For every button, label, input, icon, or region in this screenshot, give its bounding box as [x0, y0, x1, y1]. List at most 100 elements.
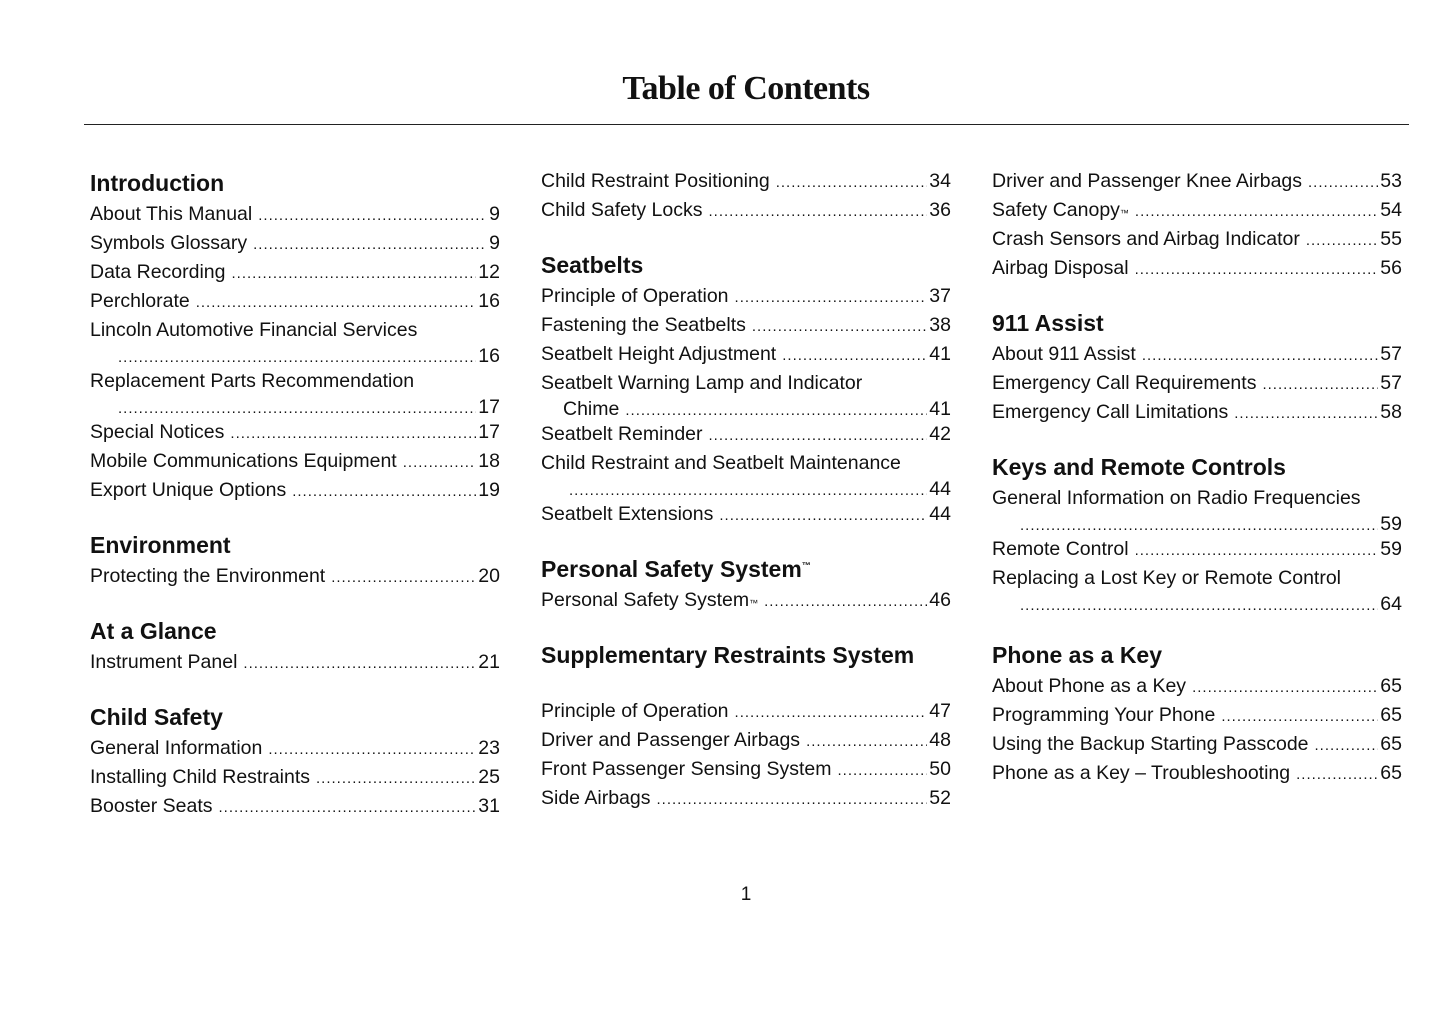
dot-leader: [709, 421, 928, 449]
entry-title: Data Recording: [90, 261, 226, 283]
entry-page-number: 65: [1380, 704, 1402, 726]
entry-page-number: 36: [929, 199, 951, 221]
section-heading: Supplementary Restraints System: [541, 639, 951, 672]
section-heading-text: Environment: [90, 532, 231, 558]
section-heading: Personal Safety System™: [541, 553, 951, 586]
entry-title: Mobile Communications Equipment: [90, 450, 397, 472]
dot-leader: [719, 501, 927, 529]
toc-entry[interactable]: Replacing a Lost Key or Remote Control64: [992, 564, 1402, 615]
entry-title: General Information on Radio Frequencies: [992, 487, 1361, 509]
dot-leader: [764, 587, 927, 615]
dot-leader: [1135, 197, 1378, 225]
toc-entry[interactable]: Remote Control59: [992, 535, 1402, 564]
toc-entry[interactable]: Safety Canopy™54: [992, 196, 1402, 225]
entry-page-number: 12: [478, 261, 500, 283]
toc-entry[interactable]: Perchlorate16: [90, 287, 500, 316]
section-heading: Keys and Remote Controls: [992, 451, 1402, 484]
section-heading-text: Supplementary Restraints System: [541, 642, 915, 668]
toc-entry[interactable]: Seatbelt Extensions44: [541, 500, 951, 529]
dot-leader: [403, 448, 477, 476]
toc-entry[interactable]: Fastening the Seatbelts38: [541, 311, 951, 340]
toc-entry[interactable]: Emergency Call Requirements57: [992, 369, 1402, 398]
toc-entry[interactable]: Child Safety Locks 36: [541, 196, 951, 225]
toc-entry[interactable]: Installing Child Restraints25: [90, 763, 500, 792]
toc-entry[interactable]: Seatbelt Reminder42: [541, 420, 951, 449]
toc-entry[interactable]: Child Restraint Positioning34: [541, 167, 951, 196]
entry-title: About 911 Assist: [992, 343, 1136, 365]
page-title: Table of Contents: [622, 70, 870, 107]
toc-entry[interactable]: Data Recording 12: [90, 258, 500, 287]
toc-entry[interactable]: General Information23: [90, 734, 500, 763]
entry-title: Perchlorate: [90, 290, 190, 312]
toc-entry[interactable]: Programming Your Phone65: [992, 701, 1402, 730]
toc-entry[interactable]: Driver and Passenger Airbags48: [541, 726, 951, 755]
toc-entry[interactable]: Booster Seats31: [90, 792, 500, 821]
entry-page-number: 9: [489, 203, 500, 225]
entry-title: Principle of Operation: [541, 285, 729, 307]
section-heading-text: Keys and Remote Controls: [992, 454, 1286, 480]
dot-leader: [735, 283, 928, 311]
toc-entry[interactable]: Using the Backup Starting Passcode65: [992, 730, 1402, 759]
entry-title: Child Safety Locks: [541, 199, 703, 221]
toc-entry[interactable]: Crash Sensors and Airbag Indicator55: [992, 225, 1402, 254]
toc-entry[interactable]: About 911 Assist57: [992, 340, 1402, 369]
toc-entry[interactable]: Seatbelt Height Adjustment41: [541, 340, 951, 369]
toc-entry[interactable]: About This Manual9: [90, 200, 500, 229]
toc-entry[interactable]: Symbols Glossary9: [90, 229, 500, 258]
toc-entry[interactable]: Special Notices17: [90, 418, 500, 447]
dot-leader: [253, 230, 487, 258]
toc-entry[interactable]: Replacement Parts Recommendation17: [90, 367, 500, 418]
toc-entry[interactable]: Emergency Call Limitations58: [992, 398, 1402, 427]
toc-entry[interactable]: Instrument Panel21: [90, 648, 500, 677]
entry-page-number: 37: [929, 285, 951, 307]
dot-leader: [735, 698, 928, 726]
entry-title: Fastening the Seatbelts: [541, 314, 746, 336]
section-heading: Seatbelts: [541, 249, 951, 282]
toc-entry[interactable]: Airbag Disposal56: [992, 254, 1402, 283]
entry-title: Remote Control: [992, 538, 1129, 560]
dot-leader: [1020, 515, 1378, 535]
toc-entry[interactable]: General Information on Radio Frequencies…: [992, 484, 1402, 535]
section-heading-text: Seatbelts: [541, 252, 644, 278]
toc-entry[interactable]: Protecting the Environment20: [90, 562, 500, 591]
dot-leader: [625, 400, 927, 420]
toc-entry[interactable]: Side Airbags52: [541, 784, 951, 813]
toc-entry[interactable]: Mobile Communications Equipment18: [90, 447, 500, 476]
toc-entry[interactable]: Child Restraint and Seatbelt Maintenance…: [541, 449, 951, 500]
dot-leader: [1262, 370, 1378, 398]
entry-page-number: 20: [478, 565, 500, 587]
entry-page-number: 47: [929, 700, 951, 722]
dot-leader: [1221, 702, 1378, 730]
entry-title: Replacement Parts Recommendation: [90, 370, 415, 392]
dot-leader: [118, 398, 476, 418]
dot-leader: [292, 477, 476, 505]
entry-title: Principle of Operation: [541, 700, 729, 722]
dot-leader: [1135, 255, 1379, 283]
entry-page-number: 48: [929, 729, 951, 751]
toc-entry[interactable]: About Phone as a Key65: [992, 672, 1402, 701]
toc-entry[interactable]: Principle of Operation 47: [541, 697, 951, 726]
entry-title: Booster Seats: [90, 795, 213, 817]
toc-section: Child Restraint Positioning34Child Safet…: [541, 167, 951, 225]
page-number: 1: [740, 884, 752, 905]
toc-entry[interactable]: Driver and Passenger Knee Airbags53: [992, 167, 1402, 196]
entry-page-number: 52: [929, 787, 951, 809]
entry-page-number: 59: [1380, 513, 1402, 535]
toc-entry[interactable]: Export Unique Options19: [90, 476, 500, 505]
entry-title: Installing Child Restraints: [90, 766, 311, 788]
dot-leader: [258, 201, 487, 229]
toc-entry[interactable]: Front Passenger Sensing System50: [541, 755, 951, 784]
entry-page-number: 41: [929, 398, 951, 420]
toc-entry[interactable]: Personal Safety System™46: [541, 586, 951, 615]
dot-leader: [709, 197, 928, 225]
entry-page-number: 58: [1380, 401, 1402, 423]
toc-entry[interactable]: Principle of Operation 37: [541, 282, 951, 311]
toc-entry[interactable]: Lincoln Automotive Financial Services16: [90, 316, 500, 367]
toc-entry[interactable]: Phone as a Key – Troubleshooting65: [992, 759, 1402, 788]
section-heading-text: Introduction: [90, 170, 225, 196]
